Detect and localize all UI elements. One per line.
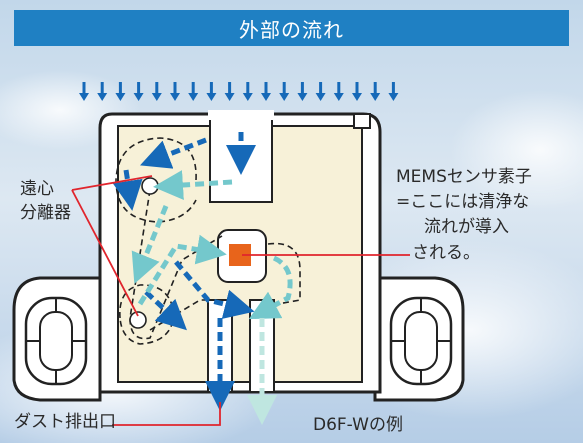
airflow-arrow-head xyxy=(242,93,253,101)
clean-flow xyxy=(131,205,169,284)
separator-pivot-bottom xyxy=(129,311,147,329)
clean-flow xyxy=(153,170,233,201)
mems-label-line1: MEMSセンサ素子 xyxy=(396,167,532,187)
dust-flow xyxy=(144,290,187,331)
airflow-arrow-head xyxy=(170,93,180,101)
airflow-arrow-head xyxy=(333,93,344,101)
sensor-bypass-path xyxy=(267,242,301,305)
airflow-arrow-head xyxy=(115,93,126,101)
mems-label-line3: 流れが導入 xyxy=(424,217,509,237)
clean-flow xyxy=(137,234,227,306)
clean-flow xyxy=(248,255,293,320)
airflow-arrow-head xyxy=(151,93,162,101)
airflow-arrow-head xyxy=(279,93,290,101)
airflow-arrow-head xyxy=(97,93,108,101)
separator-label-line2: 分離器 xyxy=(20,203,71,223)
mems-label-line2: =ここには清浄な xyxy=(396,192,530,212)
airflow-arrow-head xyxy=(352,93,362,101)
callout-line xyxy=(112,402,221,426)
airflow-arrow-head xyxy=(388,93,399,101)
top-right-tab xyxy=(353,113,371,129)
dust-outlet-label: ダスト排出口 xyxy=(14,412,116,432)
airflow-arrow-head xyxy=(188,93,199,101)
dust-flow xyxy=(112,169,143,211)
airflow-arrow-head xyxy=(224,93,235,101)
page-title-bar: 外部の流れ xyxy=(14,10,569,46)
separator-pivot-top xyxy=(141,177,159,195)
clean-flow-arrows xyxy=(131,170,293,320)
airflow-arrow-head xyxy=(315,93,326,101)
dust-flow xyxy=(174,260,255,319)
mems-sensor-element xyxy=(229,244,251,266)
callout-lines xyxy=(71,175,410,426)
inlet-cover xyxy=(208,110,274,120)
mems-label-line4: される。 xyxy=(412,243,480,263)
dust-flow xyxy=(139,137,207,169)
dust-flow-arrows xyxy=(112,132,256,411)
right-mount-hole-inner xyxy=(404,311,438,371)
page-title: 外部の流れ xyxy=(239,17,344,42)
airflow-arrow-head xyxy=(370,93,381,101)
airflow-arrow-head xyxy=(206,93,217,101)
callout-line xyxy=(71,189,139,317)
inlet-channel xyxy=(209,115,273,203)
incoming-airflow-arrows xyxy=(79,82,399,101)
model-example-label: D6F-Wの例 xyxy=(313,415,403,435)
cloud xyxy=(450,90,583,210)
separator-label-line1: 遠心 xyxy=(20,179,54,199)
airflow-arrow-head xyxy=(133,93,144,101)
airflow-arrow-head xyxy=(297,93,308,101)
callout-line xyxy=(71,175,153,191)
airflow-arrow-head xyxy=(261,93,271,101)
left-mount-hole-inner xyxy=(39,311,73,371)
airflow-arrow-head xyxy=(79,93,89,101)
